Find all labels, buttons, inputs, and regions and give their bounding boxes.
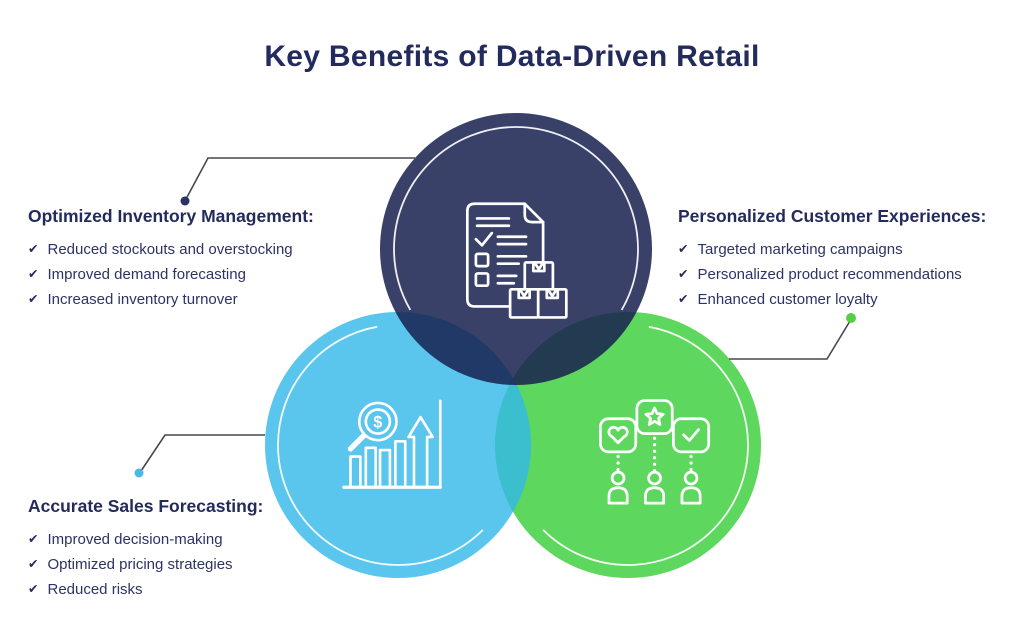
checkbox: [474, 252, 490, 268]
list-item: ✔ Targeted marketing campaigns: [678, 237, 986, 262]
check-icon: ✔: [678, 241, 689, 257]
heart-icon: [607, 425, 629, 445]
check-icon: ✔: [28, 581, 39, 597]
check-badge: [672, 417, 711, 454]
benefit-block-sales: Accurate Sales Forecasting: ✔ Improved de…: [28, 494, 263, 602]
document-lines: [496, 235, 528, 246]
list-item: ✔ Reduced stockouts and overstocking: [28, 237, 314, 262]
inventory-dot: [180, 196, 190, 206]
list-item: ✔ Improved demand forecasting: [28, 262, 314, 287]
green-circle-ring: [507, 324, 749, 566]
check-icon: ✔: [678, 291, 689, 307]
bar-chart-bars: [349, 439, 407, 489]
check-icon: ✔: [28, 531, 39, 547]
people-icons: [607, 470, 702, 505]
list-item-label: Personalized product recommendations: [697, 266, 962, 283]
list-item: ✔ Optimized pricing strategies: [28, 552, 263, 577]
svg-text:$: $: [373, 414, 382, 432]
check-icon: ✔: [28, 556, 39, 572]
checklist-document-boxes-icon: [465, 202, 568, 319]
customer-recommendations-icon: [599, 399, 711, 505]
navy-circle: [380, 113, 652, 385]
benefit-list: ✔ Targeted marketing campaigns ✔ Personali…: [678, 237, 986, 312]
list-item: ✔ Personalized product recommendations: [678, 262, 986, 287]
navy-circle-ring: [393, 126, 639, 372]
document-lines: [496, 274, 518, 285]
check-icon: ✔: [28, 241, 39, 257]
blue-circle-ring: [277, 324, 519, 566]
green-circle: [495, 312, 761, 578]
list-item-label: Improved demand forecasting: [47, 266, 246, 283]
list-item: ✔ Reduced risks: [28, 577, 263, 602]
heart-badge: [599, 417, 638, 454]
checkmark-row: [474, 231, 494, 247]
page-title: Key Benefits of Data-Driven Retail: [264, 40, 760, 73]
document-fold-corner: [523, 202, 545, 224]
check-icon: ✔: [28, 291, 39, 307]
list-item: ✔ Improved decision-making: [28, 527, 263, 552]
document-lines: [496, 254, 528, 266]
connector-line-customer: [729, 320, 851, 360]
list-item: ✔ Increased inventory turnover: [28, 287, 314, 312]
growth-arrow: [407, 415, 434, 489]
list-item: ✔ Enhanced customer loyalty: [678, 287, 986, 312]
check-icon: ✔: [28, 266, 39, 282]
benefit-list: ✔ Reduced stockouts and overstocking ✔ Imp…: [28, 237, 314, 312]
list-item-label: Improved decision-making: [47, 531, 223, 548]
benefit-heading: Optimized Inventory Management:: [28, 206, 314, 226]
sales-dot: [134, 468, 144, 478]
list-item-label: Enhanced customer loyalty: [697, 291, 878, 308]
list-item-label: Increased inventory turnover: [47, 291, 238, 308]
benefit-block-inventory: Optimized Inventory Management: ✔ Reduced…: [28, 204, 314, 312]
list-item-label: Optimized pricing strategies: [47, 556, 233, 573]
check-icon: [682, 428, 700, 442]
list-item-label: Targeted marketing campaigns: [697, 241, 903, 258]
connector-line-inventory: [185, 157, 415, 200]
connector-line-sales: [140, 434, 265, 472]
document-lines: [475, 217, 511, 228]
sales-forecast-magnifier-icon: $: [342, 399, 442, 489]
benefit-heading: Personalized Customer Experiences:: [678, 206, 987, 226]
blue-circle: [265, 312, 531, 578]
star-badge: [635, 399, 674, 435]
package-boxes: [508, 261, 568, 319]
dotted-connectors: [616, 436, 693, 474]
benefit-list: ✔ Improved decision-making ✔ Optimized pri…: [28, 527, 263, 602]
customer-dot: [846, 313, 856, 323]
check-icon: ✔: [678, 266, 689, 282]
benefit-block-customer: Personalized Customer Experiences: ✔ Targ…: [678, 204, 986, 312]
list-item-label: Reduced risks: [47, 581, 143, 598]
benefit-heading: Accurate Sales Forecasting:: [28, 496, 264, 516]
list-item-label: Reduced stockouts and overstocking: [47, 241, 293, 258]
checkbox: [474, 272, 490, 288]
star-icon: [644, 406, 665, 426]
magnifier-dollar: $: [347, 401, 398, 452]
